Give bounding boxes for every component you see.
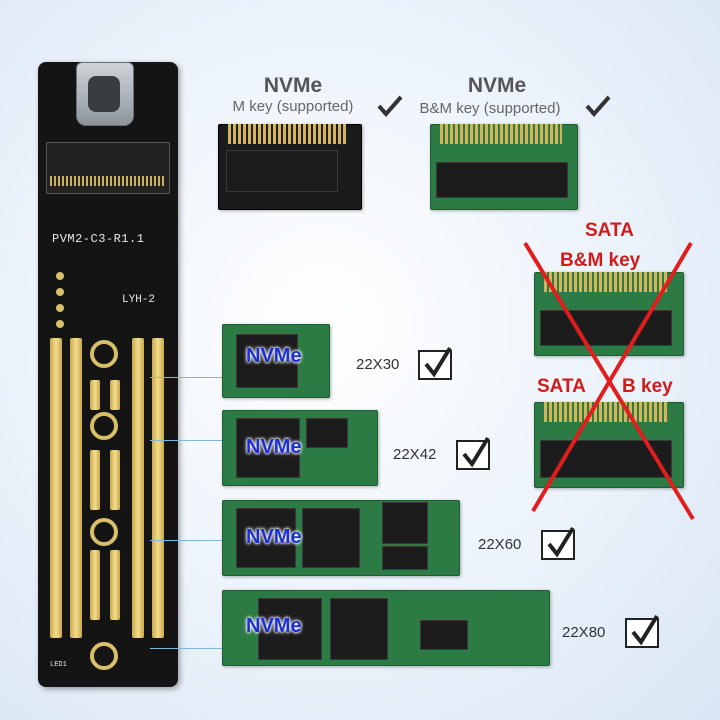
board-led-label: LED1: [50, 661, 67, 669]
gold-strip: [132, 338, 144, 638]
sata-bm-key-contacts: [544, 272, 668, 292]
gold-strip: [50, 338, 62, 638]
usb-c-opening: [88, 76, 120, 112]
m2-slot: [46, 142, 170, 194]
sata-bm-subtitle: B&M key: [560, 250, 641, 271]
checkbox-checked-icon: [418, 346, 452, 380]
size-label-22x80: 22X80: [562, 624, 606, 641]
card-chip: [420, 620, 468, 650]
card-label-22x80: NVMe: [246, 615, 302, 637]
board-pad: [56, 288, 64, 296]
board-pad: [56, 320, 64, 328]
gold-strip: [110, 550, 120, 620]
checkbox-checked-icon: [625, 614, 659, 648]
gold-strip: [110, 450, 120, 510]
nvme-bm-key-chip: [436, 162, 568, 198]
size-label-22x42: 22X42: [393, 446, 437, 463]
card-chip: [382, 502, 428, 544]
nvme-m-key-contacts: [228, 124, 346, 144]
standoff-hole: [90, 518, 118, 546]
check-icon: [377, 95, 403, 118]
nvme-bm-key-contacts: [440, 124, 562, 144]
card-chip: [330, 598, 388, 660]
board-tag-label: LYH-2: [122, 294, 156, 306]
card-chip: [236, 418, 300, 478]
sata-b-title: SATA: [537, 376, 586, 397]
card-label-22x30: NVMe: [246, 345, 302, 367]
leader-line-22x42: [150, 440, 222, 441]
top-nvme-bm-subtitle: B&M key (supported): [419, 100, 561, 117]
standoff-hole: [90, 642, 118, 670]
gold-strip: [152, 338, 164, 638]
board-pad: [56, 272, 64, 280]
card-chip: [236, 334, 298, 388]
size-label-22x30: 22X30: [356, 356, 400, 373]
top-nvme-m-title: NVMe: [263, 74, 323, 97]
card-chip: [306, 418, 348, 448]
checkbox-checked-icon: [541, 526, 575, 560]
card-chip: [236, 508, 296, 568]
card-chip: [382, 546, 428, 570]
gold-strip: [90, 450, 100, 510]
card-chip: [302, 508, 360, 568]
sata-b-key-contacts: [544, 402, 668, 422]
leader-line-22x30: [150, 377, 222, 378]
gold-strip: [70, 338, 82, 638]
sata-b-subtitle: B key: [622, 376, 673, 397]
checkbox-checked-icon: [456, 436, 490, 470]
top-nvme-bm-title: NVMe: [467, 74, 527, 97]
card-label-22x60: NVMe: [246, 526, 302, 548]
gold-strip: [90, 380, 100, 410]
card-label-22x42: NVMe: [246, 436, 302, 458]
card-chip: [258, 598, 322, 660]
board-pad: [56, 304, 64, 312]
leader-line-22x80: [150, 648, 222, 649]
gold-strip: [90, 550, 100, 620]
size-label-22x60: 22X60: [478, 536, 522, 553]
top-nvme-m-subtitle: M key (supported): [232, 98, 354, 115]
leader-line-22x60: [150, 540, 222, 541]
sata-bm-title: SATA: [585, 220, 634, 241]
standoff-hole: [90, 412, 118, 440]
gold-strip: [110, 380, 120, 410]
nvme-m-key-chip: [226, 150, 338, 192]
board-model-label: PVM2-C3-R1.1: [52, 232, 145, 246]
check-icon: [585, 95, 611, 118]
standoff-hole: [90, 340, 118, 368]
red-x-icon: [523, 241, 695, 521]
m2-slot-pins: [50, 176, 164, 186]
